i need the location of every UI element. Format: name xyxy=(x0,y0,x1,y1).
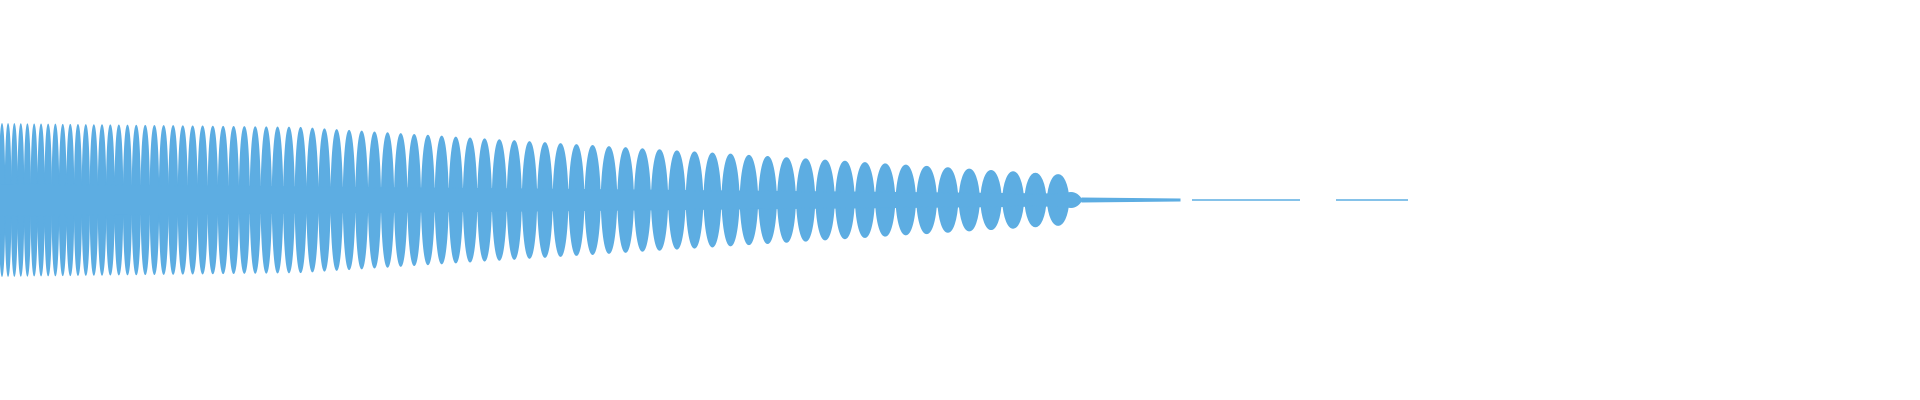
waveform-tail-line xyxy=(1081,197,1181,203)
waveform-trace xyxy=(0,123,1408,277)
waveform-center-band xyxy=(0,183,1061,217)
